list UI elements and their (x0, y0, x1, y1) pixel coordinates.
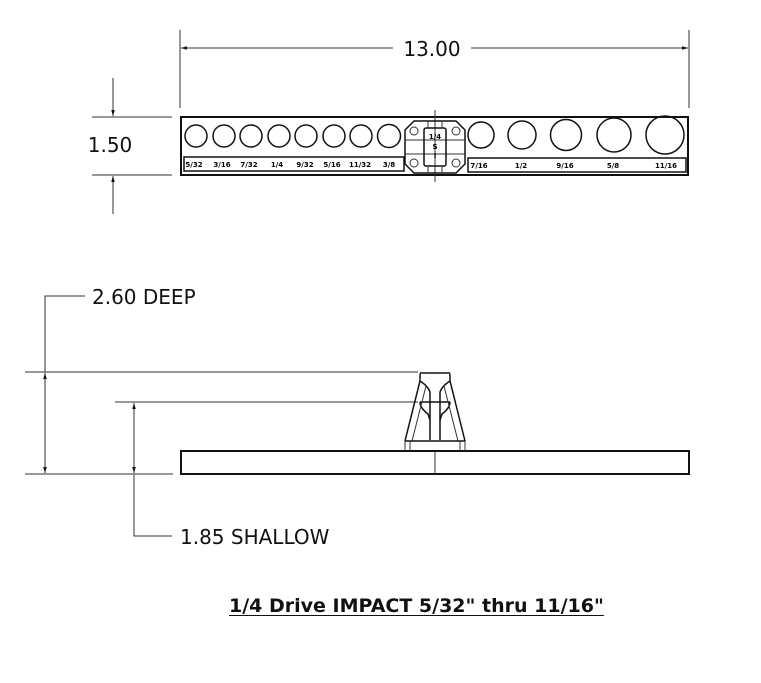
svg-text:11/16: 11/16 (655, 162, 677, 170)
drawing-title: 1/4 Drive IMPACT 5/32" thru 11/16" (229, 595, 604, 617)
top-view: 13.00 1.50 5/32 3/16 7/32 (88, 30, 690, 214)
height-dimension-label: 1.50 (88, 133, 133, 157)
svg-text:7/16: 7/16 (470, 162, 487, 170)
svg-text:3/8: 3/8 (383, 161, 395, 169)
right-label-strip (467, 157, 687, 173)
width-dimension-label: 13.00 (403, 37, 460, 61)
center-clip: 1/4 S I (404, 120, 466, 174)
svg-text:1/2: 1/2 (515, 162, 527, 170)
right-socket-holes (467, 115, 685, 155)
svg-text:1/4: 1/4 (429, 133, 441, 141)
svg-text:7/32: 7/32 (240, 161, 257, 169)
svg-text:5/32: 5/32 (185, 161, 202, 169)
shallow-dimension-label: 1.85 SHALLOW (180, 525, 330, 549)
svg-text:1/4: 1/4 (271, 161, 283, 169)
deep-dimension-label: 2.60 DEEP (92, 285, 196, 309)
left-socket-holes (184, 123, 402, 149)
svg-text:I: I (434, 152, 437, 160)
svg-text:5/8: 5/8 (607, 162, 619, 170)
width-dimension: 13.00 (179, 30, 690, 108)
side-view: 2.60 DEEP 1.85 SHALLOW (25, 285, 690, 549)
svg-text:9/16: 9/16 (556, 162, 573, 170)
deep-dimension: 2.60 DEEP (43, 285, 196, 473)
shallow-dimension: 1.85 SHALLOW (132, 403, 330, 549)
svg-text:S: S (432, 143, 437, 151)
svg-text:9/32: 9/32 (296, 161, 313, 169)
svg-text:5/16: 5/16 (323, 161, 340, 169)
left-label-strip (183, 156, 405, 172)
svg-text:3/16: 3/16 (213, 161, 230, 169)
clip-side-profile (404, 372, 466, 451)
left-size-labels: 5/32 3/16 7/32 1/4 9/32 5/16 11/32 3/8 (185, 161, 395, 169)
right-size-labels: 7/16 1/2 9/16 5/8 11/16 (470, 162, 677, 170)
height-dimension: 1.50 (88, 78, 172, 214)
svg-text:11/32: 11/32 (349, 161, 371, 169)
